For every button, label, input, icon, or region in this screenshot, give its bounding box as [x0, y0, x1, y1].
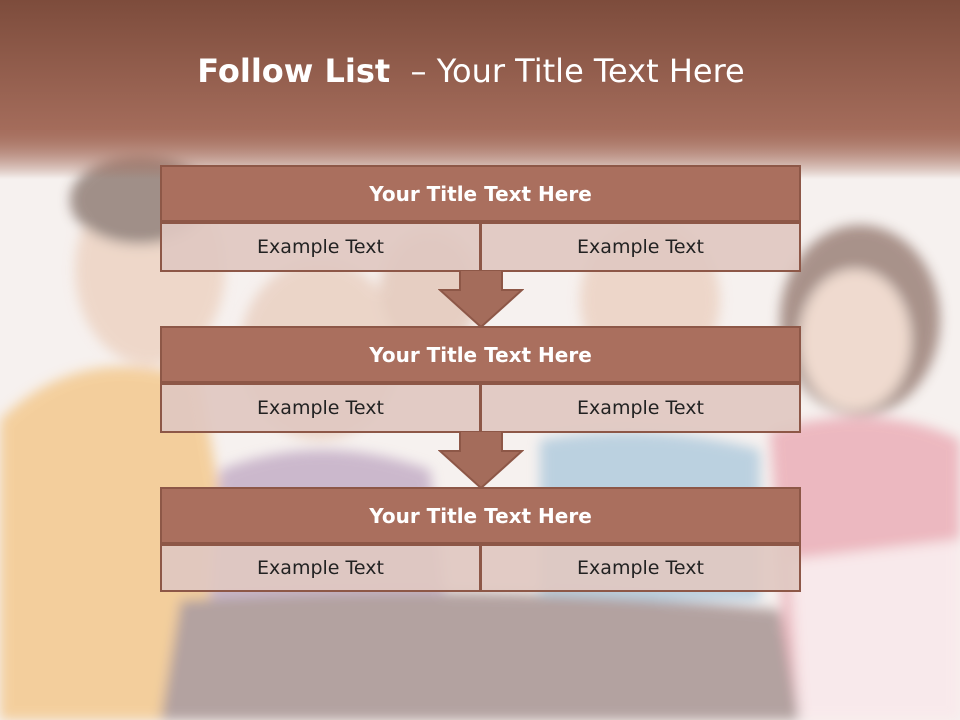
down-arrow-icon: [438, 270, 524, 328]
block-cell-left[interactable]: Example Text: [160, 544, 481, 592]
page-title-rest: – Your Title Text Here: [390, 52, 745, 90]
header-band-solid: [0, 0, 960, 130]
header-band: [0, 0, 960, 180]
page-title: Follow List – Your Title Text Here: [0, 52, 942, 90]
block-cell-left[interactable]: Example Text: [160, 383, 481, 433]
block-cell-right[interactable]: Example Text: [480, 383, 801, 433]
block-cell-right[interactable]: Example Text: [480, 544, 801, 592]
block-cell-left[interactable]: Example Text: [160, 222, 481, 272]
down-arrow-icon: [438, 431, 524, 489]
block-heading[interactable]: Your Title Text Here: [160, 165, 801, 222]
block-heading[interactable]: Your Title Text Here: [160, 487, 801, 544]
block-cell-right[interactable]: Example Text: [480, 222, 801, 272]
page-title-bold: Follow List: [197, 52, 391, 90]
block-heading[interactable]: Your Title Text Here: [160, 326, 801, 383]
